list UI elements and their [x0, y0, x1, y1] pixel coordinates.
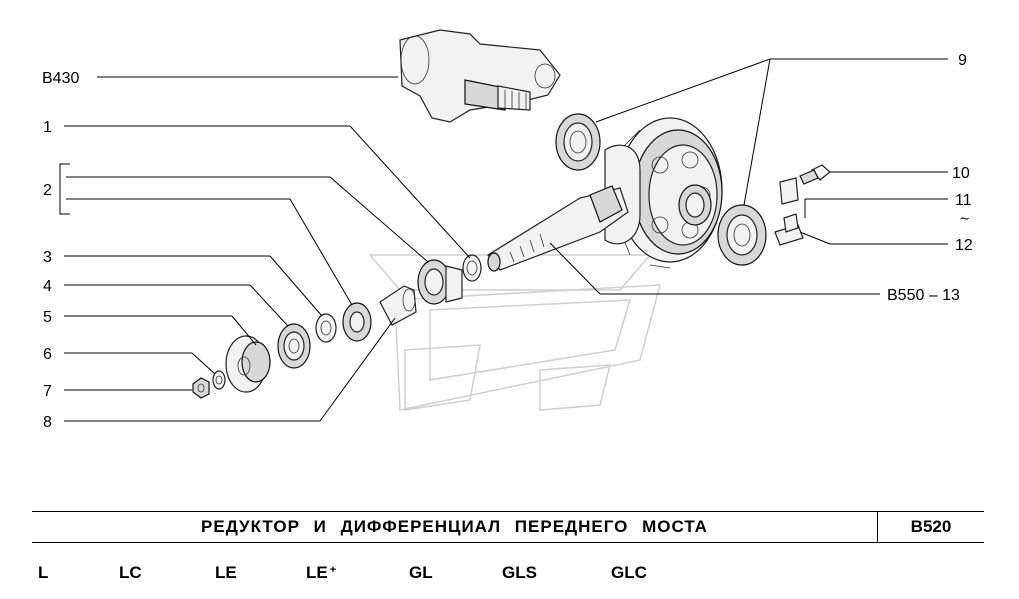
- washer-part: [315, 313, 337, 343]
- callout-1: 1: [43, 119, 52, 136]
- title-divider: [877, 512, 878, 542]
- callout-5: 5: [43, 309, 52, 326]
- watermark-logo: [368, 254, 661, 411]
- bolt-part: [799, 164, 831, 185]
- callout-b550-13: B550 – 13: [887, 287, 960, 304]
- lower-bearing-part: [717, 204, 767, 266]
- trim-level: GLC: [611, 563, 647, 582]
- trim-level: LE: [215, 563, 237, 582]
- trim-level: LE+: [306, 563, 337, 582]
- leader-lines: [59, 58, 948, 422]
- diagram-title: РЕДУКТОР И ДИФФЕРЕНЦИАЛ ПЕРЕДНЕГО МОСТА: [201, 517, 708, 536]
- lock-plate-part: [774, 177, 804, 246]
- drive-housing-part: [399, 29, 561, 123]
- diagram-code: B520: [910, 517, 952, 536]
- callout-b430: B430: [42, 70, 79, 87]
- nut-part: [192, 377, 210, 399]
- differential-ring-gear-part: [604, 117, 723, 269]
- callout-2: 2: [43, 182, 52, 199]
- trim-level: GL: [409, 563, 433, 582]
- trim-level: L: [38, 563, 49, 582]
- callout-12: 12: [955, 237, 973, 254]
- callout-6: 6: [43, 346, 52, 363]
- trim-level: GLS: [502, 563, 537, 582]
- outer-bearing-part: [342, 302, 372, 342]
- flange-part: [225, 335, 271, 393]
- callout-9: 9: [958, 52, 967, 69]
- upper-bearing-part: [555, 113, 601, 171]
- trim-level: LC: [119, 563, 142, 582]
- callout-8: 8: [43, 414, 52, 431]
- oil-seal-part: [277, 323, 311, 369]
- title-bar: РЕДУКТОР И ДИФФЕРЕНЦИАЛ ПЕРЕДНЕГО МОСТА …: [32, 511, 984, 543]
- callout-4: 4: [43, 278, 52, 295]
- trim-levels: L LC LE LE+ GL GLS GLC: [0, 558, 1019, 584]
- collapsible-spacer-part: [379, 285, 417, 326]
- pinion-shaft-part: [487, 185, 629, 272]
- callout-10: 10: [952, 165, 970, 182]
- pinion-bearing-part: [417, 259, 463, 305]
- callout-11: 11: [955, 192, 972, 209]
- callout-tilde: ~: [960, 211, 969, 228]
- callout-7: 7: [43, 383, 52, 400]
- callout-3: 3: [43, 249, 52, 266]
- spacer-ring-part: [462, 254, 482, 282]
- small-washer-part: [212, 370, 226, 390]
